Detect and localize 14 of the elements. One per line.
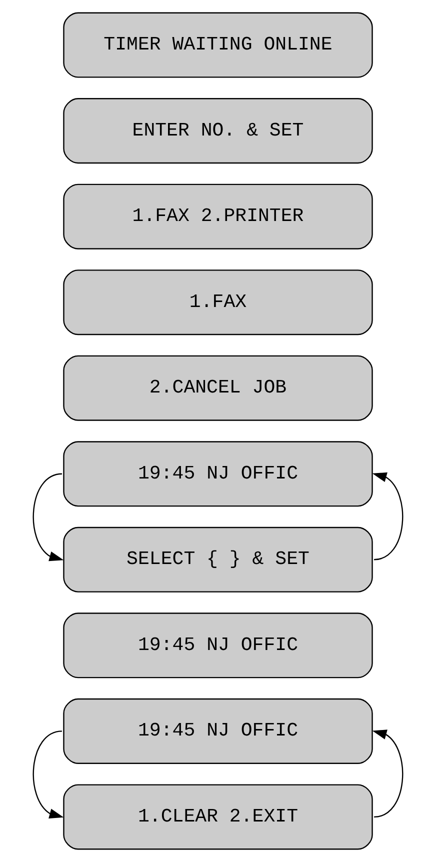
node-box: ENTER NO. & SET bbox=[63, 98, 373, 164]
arrow bbox=[372, 472, 404, 560]
node-box: TIMER WAITING ONLINE bbox=[63, 12, 373, 78]
node-box: 1.FAX bbox=[63, 270, 373, 336]
node-box: SELECT { } & SET bbox=[63, 526, 373, 592]
arrow bbox=[32, 730, 64, 818]
node-box: 2.CANCEL JOB bbox=[63, 355, 373, 421]
node-box: 19:45 NJ OFFIC bbox=[63, 612, 373, 678]
arrow bbox=[372, 730, 404, 818]
arrow bbox=[32, 473, 64, 562]
node-box: 1.CLEAR 2.EXIT bbox=[63, 784, 373, 850]
node-box: 19:45 NJ OFFIC bbox=[63, 698, 373, 764]
node-box: 19:45 NJ OFFIC bbox=[63, 441, 373, 507]
node-box: 1.FAX 2.PRINTER bbox=[63, 184, 373, 250]
